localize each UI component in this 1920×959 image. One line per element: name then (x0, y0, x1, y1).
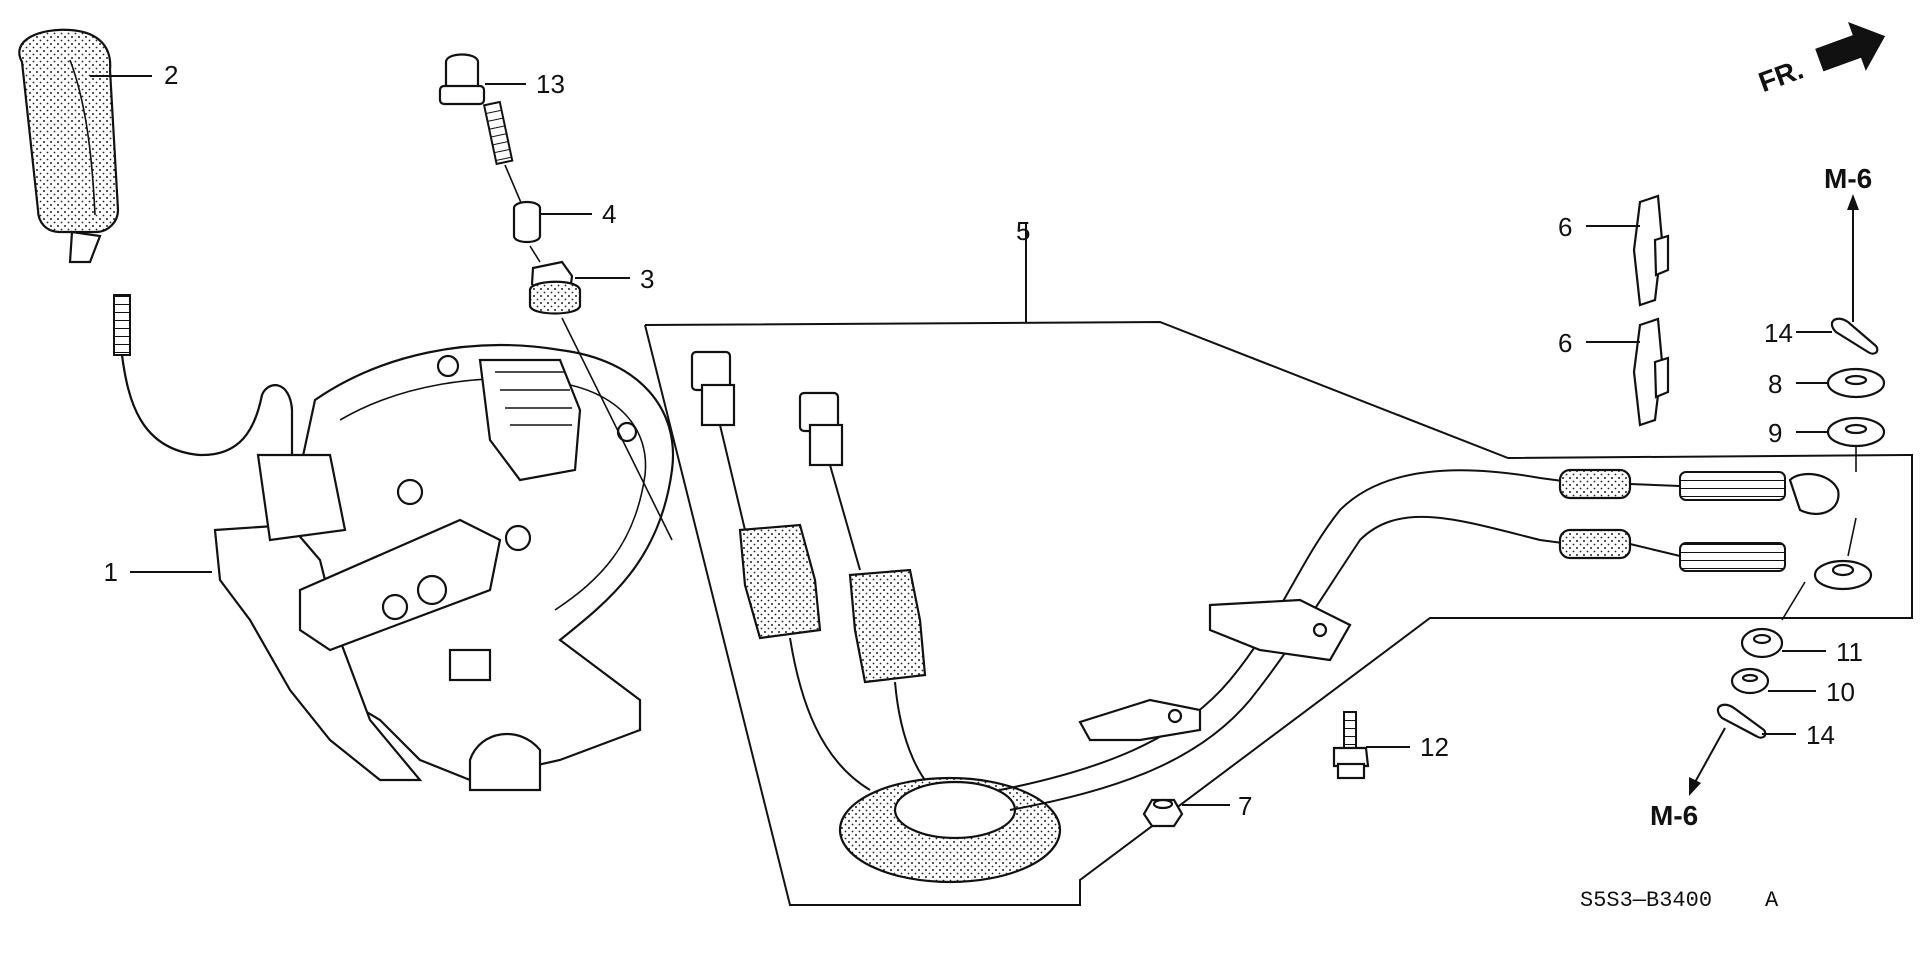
callout-14b: 14 (1806, 720, 1835, 750)
bushing-3: 3 (528, 260, 673, 541)
front-arrow-icon (1815, 22, 1886, 72)
callout-3: 3 (640, 264, 654, 294)
shift-knob: 2 (18, 28, 178, 264)
callout-14a: 14 (1764, 318, 1793, 348)
bolt-13: 13 (438, 53, 565, 206)
washer-9: 9 (1768, 416, 1886, 557)
callout-1: 1 (104, 557, 118, 587)
callout-8: 8 (1768, 369, 1782, 399)
shift-lever-assembly: 1 (104, 294, 675, 792)
clip-6a: 6 (1558, 194, 1670, 307)
washer-8: 8 (1768, 367, 1886, 399)
callout-13: 13 (536, 69, 565, 99)
washer-10: 10 (1730, 667, 1855, 707)
front-label: FR. (1754, 53, 1807, 98)
reference-upper: M-6 (1824, 163, 1872, 322)
callout-6b: 6 (1558, 328, 1572, 358)
callout-2: 2 (164, 60, 178, 90)
callout-7: 7 (1238, 791, 1252, 821)
callout-11: 11 (1836, 637, 1863, 667)
callout-5: 5 (1016, 216, 1030, 246)
reference-m6-lower: M-6 (1650, 800, 1698, 831)
clip-6b: 6 (1558, 317, 1670, 427)
cable-assembly: 5 (644, 216, 1913, 906)
drawing-code-suffix: A (1765, 888, 1779, 913)
collar-4: 4 (512, 199, 616, 263)
callout-4: 4 (602, 199, 616, 229)
bolt-12: 12 (1332, 711, 1449, 780)
cotter-pin-14a: 14 (1764, 317, 1879, 355)
cotter-pin-14b: 14 (1716, 703, 1835, 750)
reference-m6-upper: M-6 (1824, 163, 1872, 194)
callout-6a: 6 (1558, 212, 1572, 242)
bushing-11: 11 (1740, 581, 1863, 667)
callout-9: 9 (1768, 418, 1782, 448)
drawing-code: S5S3—B3400 (1580, 888, 1712, 913)
nut-7: 7 (1142, 791, 1252, 828)
reference-lower: M-6 (1650, 727, 1726, 831)
callout-10: 10 (1826, 677, 1855, 707)
front-indicator: FR. (1754, 22, 1886, 98)
callout-12: 12 (1420, 732, 1449, 762)
